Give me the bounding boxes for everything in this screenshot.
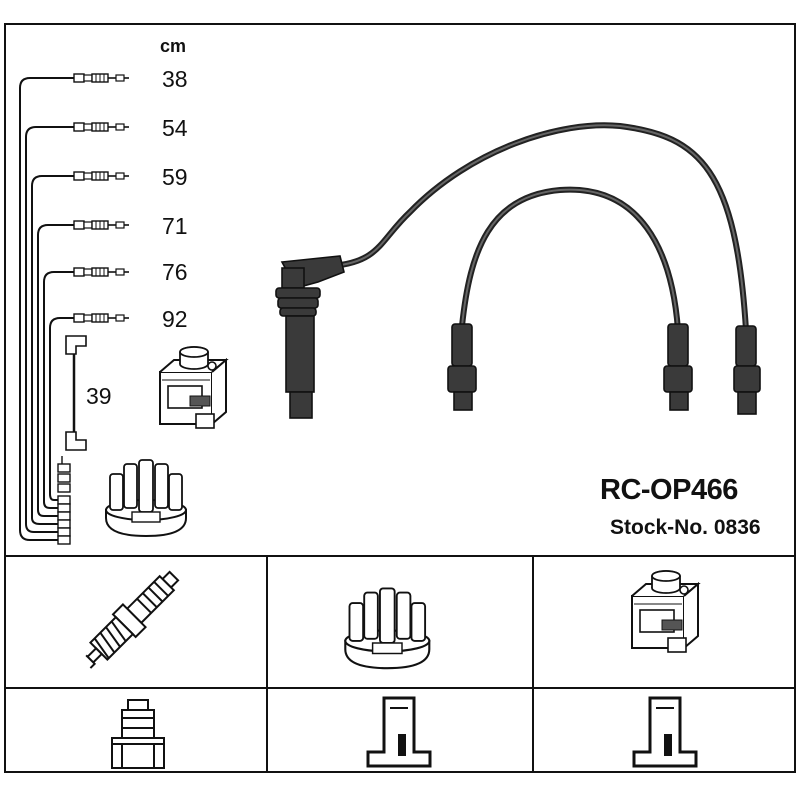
distributor-cap-illustration-small	[105, 459, 187, 537]
lead-length-76: 76	[162, 259, 188, 285]
lead-connector-54	[65, 122, 130, 132]
lead-length-92: 92	[162, 306, 188, 332]
lead-connector-71	[65, 220, 130, 230]
coil-boot	[733, 325, 761, 415]
coil-lead-39	[65, 335, 87, 451]
product-model: RC-OP466	[600, 474, 738, 506]
lead-connector-76	[65, 267, 130, 277]
lead-length-59: 59	[162, 164, 188, 190]
lead-bundle	[19, 77, 72, 541]
coil-illustration-small	[159, 346, 227, 429]
plug-boot	[275, 255, 345, 419]
ignition-lead-set	[275, 122, 761, 419]
plug-connector-profile-icon	[111, 699, 165, 769]
distributor-cap-icon	[344, 587, 431, 670]
spark-plug-icon	[85, 570, 180, 669]
coil-terminal-profile-icon	[632, 696, 698, 768]
lead-length-54: 54	[162, 115, 188, 141]
terminal-stack	[57, 456, 71, 545]
lead-length-71: 71	[162, 213, 188, 239]
cap-boot-2	[663, 323, 693, 411]
lead-connector-38	[65, 73, 130, 83]
lead-connector-59	[65, 171, 130, 181]
lead-length-38: 38	[162, 66, 188, 92]
lead-connector-92	[65, 313, 130, 323]
outer-frame	[4, 23, 796, 773]
cap-terminal-profile-icon	[366, 696, 432, 768]
length-unit-label: cm	[160, 36, 187, 56]
stock-number: Stock-No. 0836	[610, 516, 761, 539]
coil-lead-length-39: 39	[86, 383, 112, 409]
cap-boot-1	[447, 323, 477, 411]
ignition-coil-icon	[631, 570, 699, 653]
